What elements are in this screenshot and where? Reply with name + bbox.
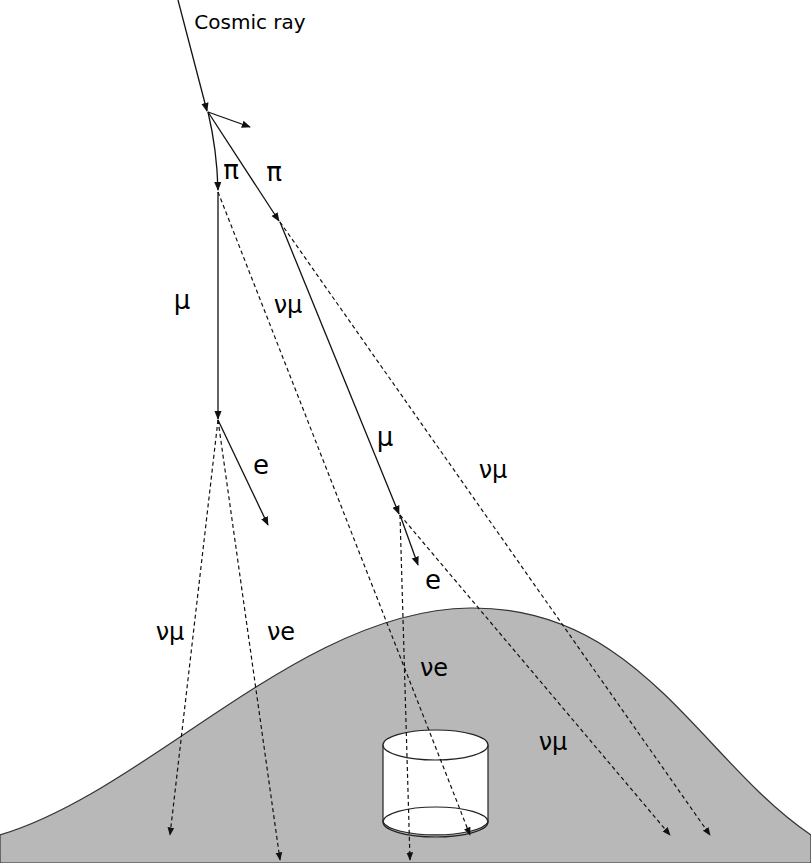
particle-label: π: [266, 159, 282, 185]
particle-label: μ: [377, 424, 394, 450]
particle-label: νμ: [479, 458, 508, 482]
particle-label: νμ: [156, 620, 185, 644]
muon-track: [280, 222, 399, 514]
neutrino-tracks: [170, 192, 710, 860]
neutrino-track: [400, 515, 670, 835]
particle-label: μ: [174, 287, 191, 313]
caption-label: Cosmic ray: [194, 12, 305, 32]
electron-track: [218, 420, 268, 525]
particle-label: π: [223, 157, 239, 183]
particle-label: νe: [267, 620, 295, 644]
recoil-track: [208, 112, 250, 127]
particle-label: e: [253, 452, 269, 478]
neutrino-track: [218, 192, 470, 835]
pion-track: [208, 112, 218, 190]
particle-label: νe: [420, 656, 448, 680]
particle-label: e: [425, 567, 441, 593]
particle-label: νμ: [539, 730, 568, 754]
muon-track: [217, 192, 218, 419]
mountain: [0, 608, 811, 863]
neutrino-track: [400, 515, 410, 860]
particle-tracks: [178, 0, 418, 565]
electron-track: [400, 515, 418, 565]
particle-label: νμ: [274, 293, 303, 317]
neutrino-track: [280, 222, 710, 835]
